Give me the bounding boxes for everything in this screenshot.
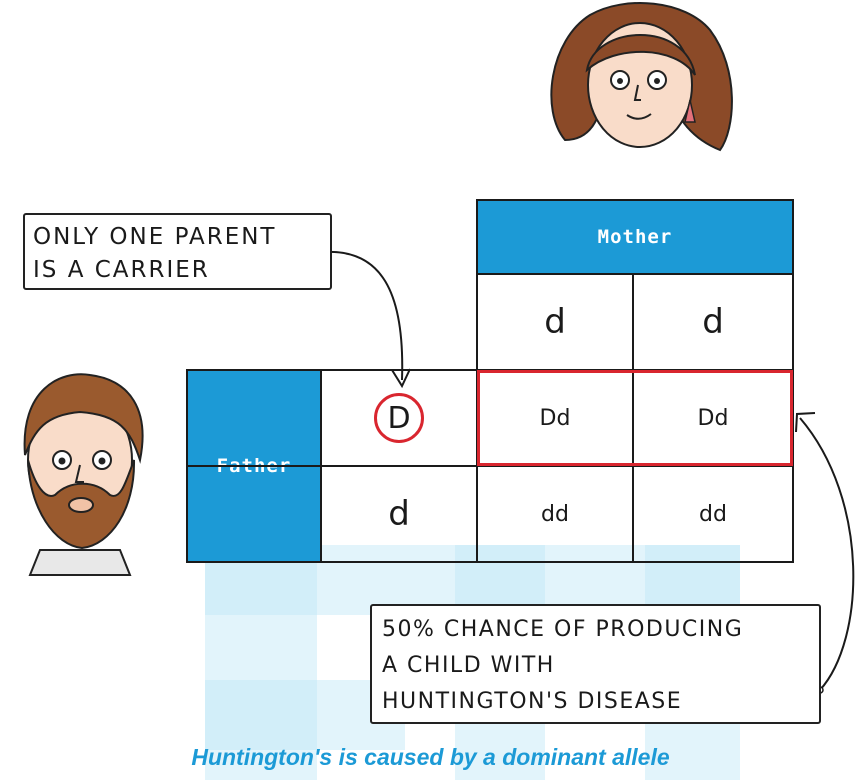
offspring-cell: dd (699, 501, 727, 527)
offspring-cell: Dd (539, 405, 571, 431)
mother-allele-1: d (544, 302, 566, 342)
father-face-icon (23, 373, 144, 576)
chance-note: 50% CHANCE OF PRODUCING A CHILD WITH HUN… (370, 604, 821, 724)
dominant-allele-circle: D (374, 393, 424, 443)
carrier-note: ONLY ONE PARENT IS A CARRIER (23, 213, 332, 290)
offspring-cell: Dd (697, 405, 729, 431)
father-allele-1: D (321, 370, 477, 466)
mother-label: Mother (597, 226, 673, 248)
chance-note-line-3: HUNTINGTON'S DISEASE (382, 689, 683, 714)
carrier-note-line-1: ONLY ONE PARENT (33, 224, 277, 250)
chance-note-line-1: 50% CHANCE OF PRODUCING (382, 617, 744, 642)
offspring-cell: dd (541, 501, 569, 527)
chance-note-line-2: A CHILD WITH (382, 653, 555, 678)
mother-face-icon (550, 2, 733, 152)
carrier-note-line-2: IS A CARRIER (33, 257, 210, 283)
caption: Huntington's is caused by a dominant all… (191, 744, 670, 770)
mother-header: Mother (477, 200, 793, 274)
affected-offspring-highlight (477, 370, 793, 466)
mother-allele-2: d (702, 302, 724, 342)
father-allele-2: d (388, 494, 410, 534)
